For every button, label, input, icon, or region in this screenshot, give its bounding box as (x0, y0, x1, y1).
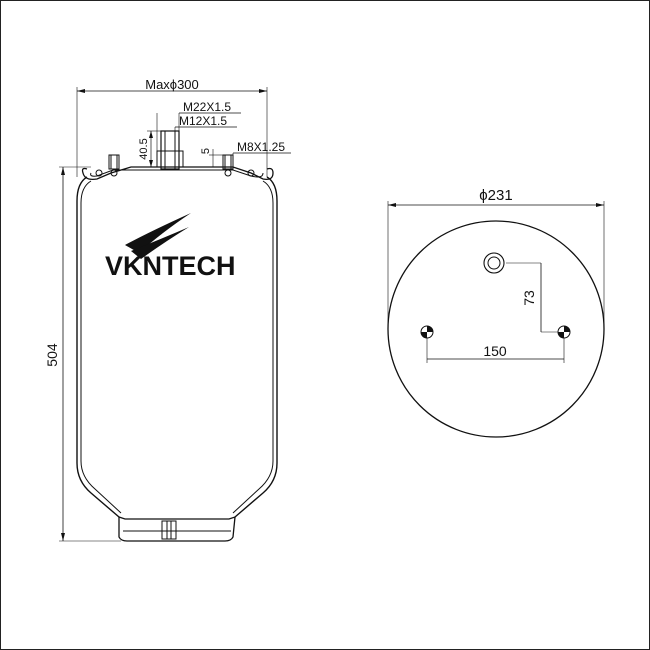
bellow-inner-wall (80, 180, 122, 514)
bellow-outer-wall (76, 176, 120, 518)
bellow-outer-wall-right (234, 176, 278, 518)
bolt-thread-label: M8X1.25 (237, 140, 285, 154)
offset-label: 73 (521, 290, 537, 306)
overall-height-label: 504 (44, 343, 60, 367)
top-diameter-label: ϕ231 (479, 187, 512, 204)
stud-height-label: 40.5 (138, 138, 150, 159)
right-bolt-hole (557, 325, 571, 339)
brand-logo: VKNTECH (105, 213, 236, 281)
side-view (59, 87, 291, 542)
max-diameter-label: Maxϕ300 (145, 77, 199, 92)
top-bead-plate-inner (90, 169, 264, 178)
bottom-stud (161, 520, 177, 540)
left-bolt (108, 154, 120, 170)
logo-swoosh (125, 213, 191, 253)
left-bolt-hole (420, 325, 434, 339)
top-view (387, 201, 605, 438)
air-port (483, 252, 505, 274)
top-center-stud (160, 130, 180, 170)
thread-small-label: M12X1.5 (179, 114, 227, 128)
right-bolt (222, 154, 234, 170)
bellow-inner-wall-right (232, 180, 274, 514)
brand-logo-text: VKNTECH (105, 251, 236, 281)
bolt-height-label: 5 (200, 148, 212, 154)
thread-large-label: M22X1.5 (183, 100, 231, 114)
bottom-piston (118, 516, 236, 542)
bolt-spacing-label: 150 (483, 343, 507, 359)
